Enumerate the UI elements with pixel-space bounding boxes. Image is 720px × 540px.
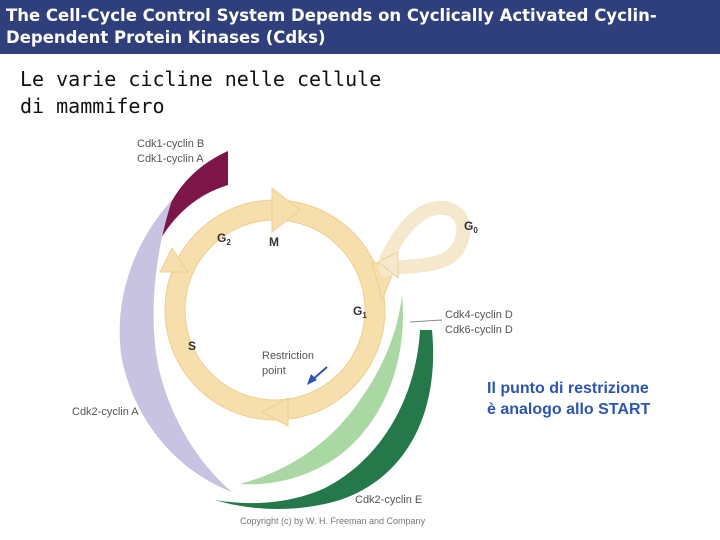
phase-g0: G0 [464,219,478,235]
phase-g2: G2 [217,231,231,247]
label-cdk2-cyclin-e: Cdk2-cyclin E [355,494,422,506]
label-cdk1-cyclin-a: Cdk1-cyclin A [137,153,204,165]
cdk46-cyclin-d-band [240,295,403,485]
cycle-arrow-bottom [260,397,289,427]
note-line-1: Il punto di restrizione [487,380,649,397]
g0-loop-arrow [377,251,399,280]
cycle-arrow-left [159,247,189,273]
label-cdk2-cyclin-a: Cdk2-cyclin A [72,406,139,418]
slide-title: The Cell-Cycle Control System Depends on… [6,6,657,47]
label-restriction: Restriction [262,350,314,362]
phase-m: M [269,235,279,249]
cdk46-leader-line [409,319,443,323]
label-point: point [262,365,286,377]
copyright-text: Copyright (c) by W. H. Freeman and Compa… [240,516,426,526]
title-bar: The Cell-Cycle Control System Depends on… [0,0,720,54]
restriction-point-arrowhead [307,374,317,385]
label-cdk6-cyclin-d: Cdk6-cyclin D [445,324,513,336]
cdk2-cyclin-e-band [215,330,434,509]
cycle-arrow-top [271,186,301,234]
cdk1-cyclin-band [157,151,228,245]
g0-loop [378,200,471,277]
label-cdk1-cyclin-b: Cdk1-cyclin B [137,138,204,150]
note-line-2: è analogo allo START [487,401,651,418]
slide-subtitle: Le varie cicline nelle cellule di mammif… [20,67,382,118]
phase-s: S [188,339,196,353]
label-cdk4-cyclin-d: Cdk4-cyclin D [445,309,513,321]
phase-g1: G1 [353,304,367,320]
cdk2-cyclin-a-band [119,200,232,492]
